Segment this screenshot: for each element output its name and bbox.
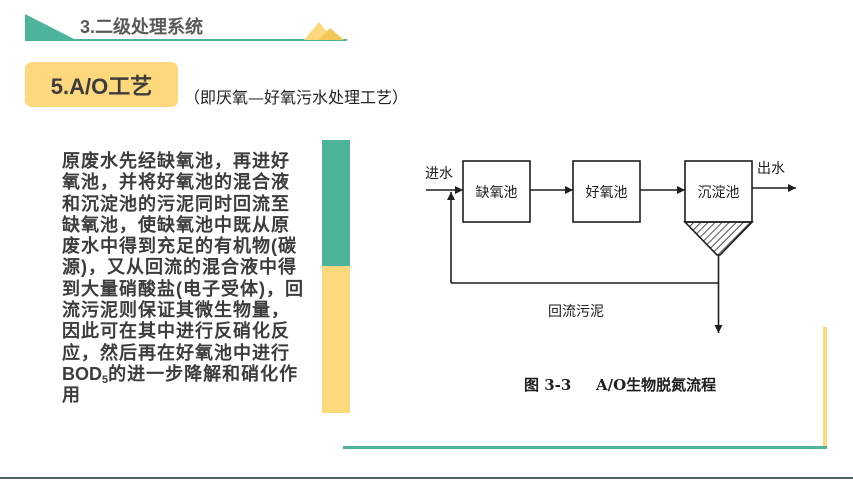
footer-divider <box>0 477 853 479</box>
header-underline <box>25 39 347 41</box>
body-text-line: 应，然后再在好氧池中进行 <box>62 342 290 363</box>
clarifier-tank-label: 沉淀池 <box>698 185 740 201</box>
body-paragraph: 原废水先经缺氧池，再进好 氧池，并将好氧池的混合液 和沉淀池的污泥同时回流至 缺… <box>62 151 314 407</box>
header-decoration <box>25 14 347 41</box>
anoxic-tank-label: 缺氧池 <box>476 185 518 201</box>
body-text-line: 流污泥则保证其微生物量， <box>62 300 290 321</box>
frame-accent-horizontal <box>343 446 827 449</box>
title-box-label: 5.A/O工艺 <box>50 73 153 99</box>
body-text-line: 废水中得到充足的有机物(碳 <box>62 236 297 257</box>
body-text-line: 用 <box>62 385 81 406</box>
sludge-return-line <box>451 255 720 284</box>
ao-process-diagram: 进水 缺氧池 好氧池 沉淀池 出水 回流污泥 图 3-3 A/O生物脱氮流程 <box>425 160 796 394</box>
body-text-line: 到大量硝酸盐(电子受体)，回 <box>62 278 304 299</box>
accent-bar-yellow <box>322 266 350 413</box>
body-text-line: 源)，又从回流的混合液中得 <box>62 257 297 278</box>
sludge-hopper <box>683 221 754 256</box>
clarifier-tank-box <box>684 160 753 223</box>
body-text-line: 和沉淀池的污泥同时回流至 <box>62 193 290 214</box>
bod-prefix: BOD <box>62 363 102 384</box>
frame-accent-vertical <box>823 327 827 449</box>
section-title: 3.二级处理系统 <box>80 17 204 37</box>
bod-subscript: 5 <box>102 373 109 386</box>
inlet-label: 进水 <box>425 166 453 182</box>
subtitle: （即厌氧—好氧污水处理工艺） <box>184 88 409 107</box>
aerobic-tank-label: 好氧池 <box>586 185 628 201</box>
title-box: 5.A/O工艺 <box>25 62 178 107</box>
return-sludge-label: 回流污泥 <box>548 304 604 320</box>
anoxic-tank-box <box>462 160 531 223</box>
accent-bar-teal <box>322 140 350 266</box>
figure-title: A/O生物脱氮流程 <box>595 376 716 394</box>
mountain-icon <box>304 22 344 40</box>
body-text-line: 氧池，并将好氧池的混合液 <box>62 172 290 193</box>
body-text-line-bod: BOD5的进一步降解和硝化作 <box>62 363 314 386</box>
bod-suffix: 的进一步降解和硝化作 <box>108 363 299 384</box>
outlet-label: 出水 <box>757 161 785 177</box>
body-text-line: 因此可在其中进行反硝化反 <box>62 321 290 342</box>
body-text-line: 缺氧池，使缺氧池中既从原 <box>62 214 290 235</box>
header-corner-triangle <box>25 14 76 40</box>
figure-number: 图 3-3 <box>524 376 571 394</box>
body-text-line: 原废水先经缺氧池，再进好 <box>62 151 290 171</box>
aerobic-tank-box <box>572 160 641 223</box>
